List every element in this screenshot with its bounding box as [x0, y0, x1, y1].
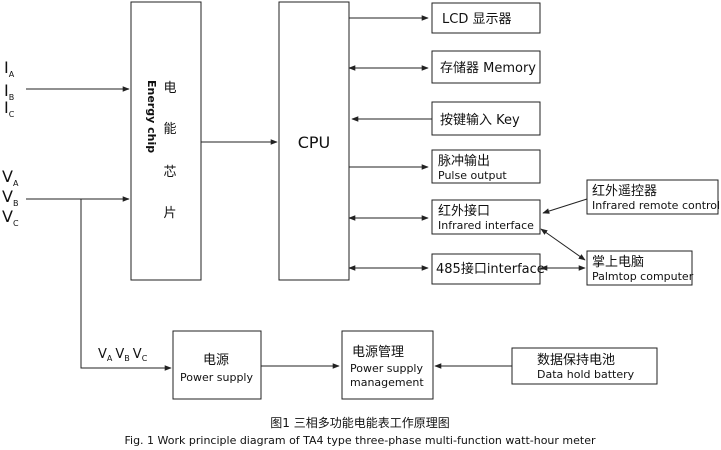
voltage-to-power-line: [80, 199, 172, 371]
cpu-box: [278, 1, 350, 281]
energy-chip-zh-1: 电: [163, 81, 176, 96]
remote-label-en: Infrared remote controller: [592, 199, 721, 212]
energy-chip-zh-3: 芯: [163, 165, 176, 180]
energy-chip-zh-4: 片: [163, 206, 176, 221]
voltage-label-b: VB: [2, 187, 18, 208]
remote-label-zh: 红外遥控器: [592, 183, 657, 199]
pulse-box: [431, 149, 541, 184]
palmtop-label-zh: 掌上电脑: [592, 255, 644, 270]
key-box: [431, 101, 541, 136]
caption-zh: 图1 三相多功能电能表工作原理图: [270, 416, 449, 430]
power-supply-label-zh: 电源: [203, 353, 229, 368]
caption-en: Fig. 1 Work principle diagram of TA4 typ…: [124, 434, 595, 447]
battery-label-zh: 数据保持电池: [537, 353, 615, 368]
memory-box: [431, 50, 541, 84]
remote-to-ir-arrow: [542, 198, 588, 214]
ir-box: [431, 199, 541, 235]
rs485-box: [431, 253, 541, 285]
palmtop-label-en: Palmtop computer: [592, 270, 694, 283]
ir-label-en: Infrared interface: [438, 219, 534, 232]
battery-label-en: Data hold battery: [537, 368, 635, 381]
current-inputs: IA IB IC: [4, 58, 15, 119]
memory-label: 存储器 Memory: [440, 61, 536, 76]
energy-chip-zh-2: 能: [163, 122, 176, 137]
palmtop-box: [586, 250, 693, 286]
power-mgmt-label-en-1: Power supply: [350, 362, 423, 375]
power-mgmt-label-zh: 电源管理: [352, 345, 404, 360]
power-supply-box: [172, 330, 262, 400]
current-label-c: IC: [4, 98, 15, 119]
current-label-b: IB: [4, 81, 14, 102]
ir-label-zh: 红外接口: [438, 203, 490, 219]
energy-chip-en: Energy chip: [145, 80, 158, 153]
pulse-label-zh: 脉冲输出: [438, 153, 490, 169]
energy-chip-box: [130, 1, 202, 281]
battery-box: [511, 347, 658, 385]
remote-box: [586, 179, 719, 215]
pulse-label-en: Pulse output: [438, 169, 507, 182]
voltage-label-a: VA: [2, 167, 19, 188]
power-mgmt-label-en-2: management: [350, 376, 424, 389]
key-label: 按键输入 Key: [440, 112, 520, 128]
cpu-label: CPU: [298, 133, 331, 152]
ir-palmtop-arrow: [540, 228, 586, 261]
lcd-label: LCD 显示器: [442, 12, 511, 27]
power-supply-label-en: Power supply: [180, 371, 253, 384]
current-label-a: IA: [4, 58, 15, 79]
lcd-box: [431, 2, 541, 34]
voltage-label-c: VC: [2, 207, 19, 228]
power-mgmt-box: [341, 330, 434, 400]
voltage-inputs: VA VB VC: [2, 167, 19, 228]
rs485-label: 485接口interface: [436, 261, 545, 277]
